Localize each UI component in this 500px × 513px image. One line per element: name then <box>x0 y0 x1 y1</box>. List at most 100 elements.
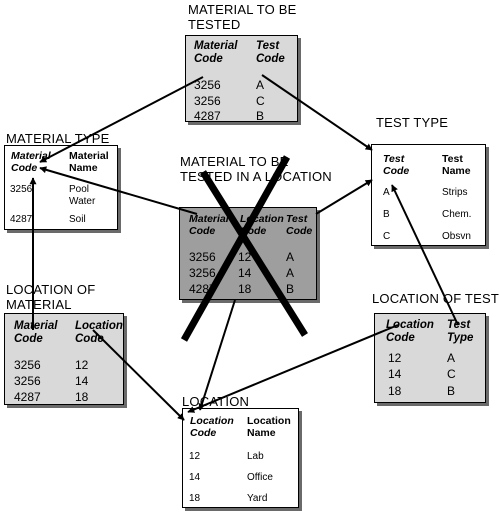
title-line: MATERIAL TO BE <box>188 2 297 17</box>
cell: A <box>256 78 265 92</box>
cell: 3256 <box>14 358 41 372</box>
header-line: Material <box>14 320 58 332</box>
table-material-location: Material Code Location Code Test Code 32… <box>179 207 317 300</box>
title-line: MATERIAL TO BE <box>180 154 289 169</box>
title-location-material: LOCATION OF MATERIAL <box>6 282 95 312</box>
header-line: Code <box>189 225 216 237</box>
cell: Office <box>247 472 273 483</box>
header-location-code: Location Code <box>240 213 284 237</box>
cell: C <box>447 367 456 381</box>
cell: C <box>383 231 391 242</box>
cell: 14 <box>238 266 252 280</box>
header-line: Location <box>386 319 434 331</box>
cell: Chem. <box>442 209 472 220</box>
cell: B <box>286 282 295 296</box>
title-location: LOCATION <box>182 394 250 409</box>
cell: 4287 <box>14 390 41 404</box>
cell: 3256 <box>10 184 33 195</box>
header-location-code: Location Code <box>190 415 234 439</box>
cell: B <box>256 109 265 123</box>
title-line: LOCATION OF <box>6 282 96 297</box>
header-test-code: Test Code <box>256 40 285 66</box>
header-line: Name <box>247 427 276 439</box>
header-line: Material <box>69 150 109 162</box>
cell: 4287 <box>10 214 33 225</box>
cell: 14 <box>388 367 402 381</box>
header-material-code: Material Code <box>14 320 57 346</box>
title-line: MATERIAL <box>6 297 72 312</box>
header-line: Material <box>189 213 229 225</box>
cell: Obsvn <box>442 231 471 242</box>
table-test-type: Test Code Test Name A Strips B Chem. C O… <box>371 144 486 246</box>
cell: 12 <box>189 451 201 462</box>
cell: B <box>447 384 456 398</box>
cell: 12 <box>388 351 402 365</box>
cell: 18 <box>388 384 402 398</box>
cell: Strips <box>442 187 468 198</box>
title-material-location: MATERIAL TO BE TESTED IN A LOCATION <box>180 154 332 184</box>
header-line: Location <box>247 415 291 427</box>
header-test-code: Test Code <box>286 213 312 237</box>
header-line: Code <box>190 427 217 439</box>
cell: 4287 <box>189 282 216 296</box>
cell: Water <box>69 196 96 207</box>
header-line: Code <box>383 165 410 177</box>
cell: A <box>447 351 456 365</box>
cell: C <box>256 94 265 108</box>
header-location-code: Location Code <box>75 320 123 346</box>
cell: Yard <box>247 493 268 504</box>
table-material-test: Material Code Test Code 3256 A 3256 C 42… <box>185 35 298 123</box>
header-line: Test <box>256 40 280 52</box>
header-location-name: Location Name <box>247 415 291 439</box>
header-line: Location <box>75 320 123 332</box>
cell: A <box>286 266 295 280</box>
header-line: Name <box>442 165 471 177</box>
header-test-type: Test Type <box>447 319 473 345</box>
cell: 14 <box>75 374 89 388</box>
header-line: Test <box>442 153 463 165</box>
cell: A <box>286 250 295 264</box>
header-material-code: Material Code <box>189 213 229 237</box>
header-line: Test <box>383 153 405 165</box>
title-material-type: MATERIAL TYPE <box>6 131 110 146</box>
header-line: Code <box>386 332 415 344</box>
cell: 18 <box>238 282 252 296</box>
cell: 3256 <box>189 250 216 264</box>
title-line: TESTED <box>188 17 241 32</box>
title-test-type: TEST TYPE <box>376 115 449 130</box>
header-material-name: Material Name <box>69 150 109 174</box>
cell: 3256 <box>189 266 216 280</box>
header-line: Material <box>11 150 51 162</box>
title-material-test: MATERIAL TO BE TESTED <box>188 2 297 32</box>
cell: Lab <box>247 451 264 462</box>
table-location: Location Code Location Name 12 Lab 14 Of… <box>182 408 299 508</box>
cell: 18 <box>75 390 89 404</box>
cell: A <box>383 187 390 198</box>
cell: B <box>383 209 390 220</box>
header-material-code: Material Code <box>11 150 51 174</box>
header-line: Code <box>194 53 223 65</box>
arrow-material-location-to-test-type <box>315 179 373 215</box>
header-line: Code <box>75 333 104 345</box>
table-location-material: Material Code Location Code 3256 12 3256… <box>4 313 124 405</box>
header-test-name: Test Name <box>442 153 471 177</box>
header-material-code: Material Code <box>194 40 237 66</box>
header-location-code: Location Code <box>386 319 434 345</box>
cell: 3256 <box>194 78 221 92</box>
cell: Soil <box>69 214 86 225</box>
header-line: Code <box>240 225 267 237</box>
header-line: Type <box>447 332 474 344</box>
header-line: Code <box>286 225 313 237</box>
header-line: Code <box>256 53 285 65</box>
header-line: Code <box>14 333 43 345</box>
cell: 12 <box>238 250 252 264</box>
header-line: Location <box>190 415 234 427</box>
title-line: TESTED IN A LOCATION <box>180 169 332 184</box>
cell: 14 <box>189 472 201 483</box>
header-line: Test <box>447 319 471 331</box>
cell: Pool <box>69 184 90 195</box>
header-line: Location <box>240 213 284 225</box>
header-line: Test <box>286 213 308 225</box>
table-location-test: Location Code Test Type 12 A 14 C 18 B <box>374 313 486 403</box>
header-line: Material <box>194 40 238 52</box>
